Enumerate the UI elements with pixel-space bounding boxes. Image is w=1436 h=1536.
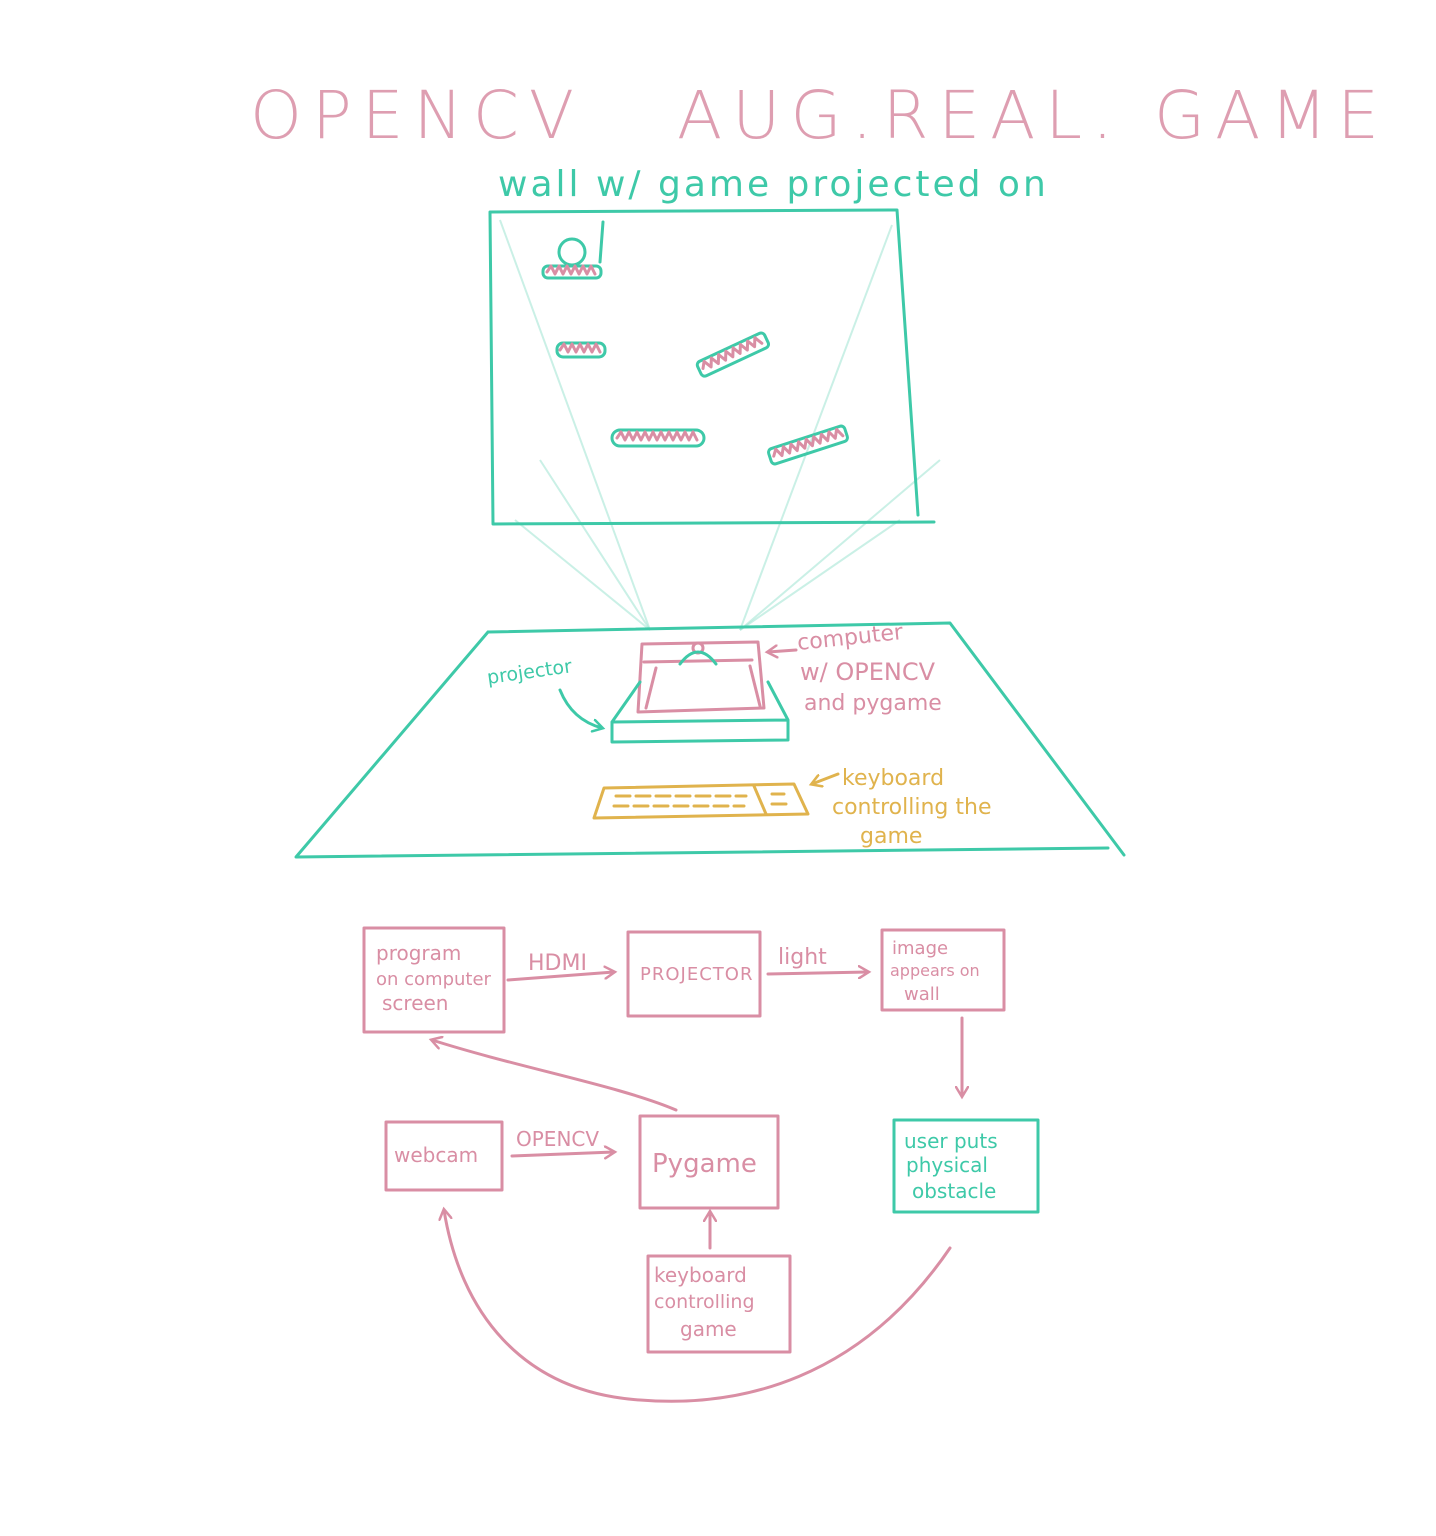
program-label-3: screen [382,991,448,1015]
program-box [362,926,506,1034]
image-label-2: appears on [890,961,980,980]
light-label: light [778,945,827,970]
platform-5 [767,424,849,466]
projector-label: projector [486,655,574,689]
game-elements [541,220,849,466]
user-label-2: physical [906,1153,988,1177]
user-label-3: obstacle [912,1179,996,1203]
platform-4 [610,428,706,448]
pygame-label: Pygame [652,1149,757,1179]
projector-box-label: PROJECTOR [640,964,753,985]
webcam-label: webcam [394,1143,478,1167]
image-label-3: wall [904,984,940,1005]
keyboard-label-1: keyboard [842,766,944,791]
keyboard [592,782,810,820]
kbd-label-1: keyboard [654,1263,747,1287]
user-label-1: user puts [904,1129,998,1153]
pygame-box [638,1114,780,1210]
projector-box [626,930,762,1018]
projector-lens-icon [678,650,718,666]
kbd-label-3: game [680,1317,737,1341]
computer-label-3: and pygame [804,691,942,716]
keyboard-box [646,1254,792,1354]
wall-frame [488,208,936,526]
keyboard-label-2: controlling the [832,795,992,820]
page-title: OPENCV AUG.REAL. GAME [250,77,1389,154]
computer-label-2: w/ OPENCV [800,658,936,686]
wall-label: wall w/ game projected on [498,164,1049,205]
projection-beams [499,219,941,631]
platform-3 [695,331,771,378]
player-ball-icon [557,237,587,267]
kbd-label-2: controlling [654,1291,755,1313]
program-label-1: program [376,941,461,965]
user-box [892,1118,1040,1214]
keyboard-label-3: game [860,824,922,849]
program-label-2: on computer [376,969,492,990]
projector-device [610,680,790,744]
webcam-box [384,1120,504,1192]
opencv-label: OPENCV [516,1127,599,1151]
image-box [880,928,1006,1012]
image-label-1: image [892,938,948,959]
table-surface [294,621,1126,859]
platform-1 [541,264,603,280]
computer [636,640,766,714]
hdmi-label: HDMI [528,951,587,976]
